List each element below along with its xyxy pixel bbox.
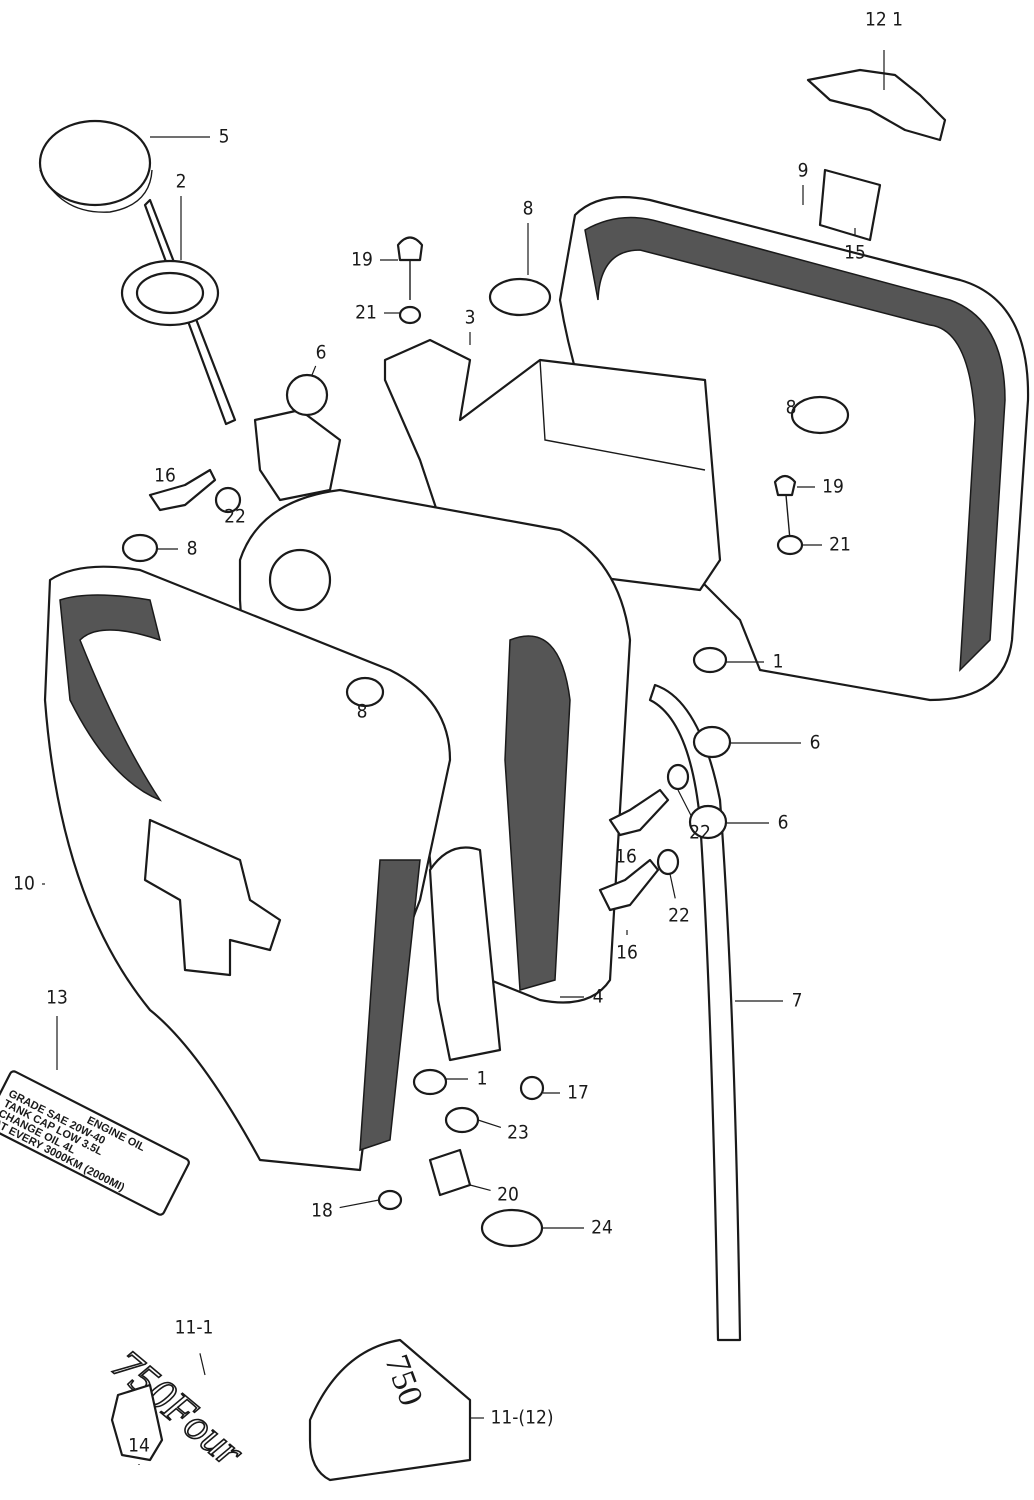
small-hardware — [121, 236, 804, 1248]
callout-11: 16 — [154, 465, 176, 487]
callout-3: 9 — [798, 160, 809, 182]
callout-13: 19 — [822, 476, 844, 498]
callout-17: 8 — [357, 701, 368, 723]
callout-24: 10 — [13, 873, 35, 895]
callout-36: 11-(12) — [490, 1407, 553, 1429]
callout-12: 22 — [224, 506, 246, 528]
750-badge — [308, 1338, 472, 1482]
callout-29: 17 — [567, 1082, 589, 1104]
callout-27: 7 — [792, 990, 803, 1012]
breather-hose — [648, 683, 742, 1342]
leader-line — [339, 1199, 380, 1209]
callout-19: 6 — [778, 812, 789, 834]
callout-18: 6 — [810, 732, 821, 754]
callout-35: 14 — [128, 1435, 150, 1457]
leader-line — [311, 365, 317, 376]
leader-line — [477, 1119, 502, 1129]
callout-15: 8 — [187, 538, 198, 560]
callout-33: 24 — [591, 1217, 613, 1239]
callout-25: 13 — [46, 987, 68, 1009]
callout-16: 1 — [773, 651, 784, 673]
callout-32: 18 — [311, 1200, 333, 1222]
leader-line — [469, 1184, 491, 1191]
pad-part — [818, 168, 882, 242]
callout-20: 22 — [689, 822, 711, 844]
callout-23: 16 — [616, 942, 638, 964]
callout-10: 8 — [786, 397, 797, 419]
leader-line — [677, 789, 693, 818]
callout-6: 19 — [351, 249, 373, 271]
callout-7: 21 — [355, 302, 377, 324]
callout-8: 3 — [465, 307, 476, 329]
callout-31: 20 — [497, 1184, 519, 1206]
dipstick-part — [38, 119, 237, 426]
callout-26: 4 — [593, 986, 604, 1008]
wing-badge-small — [110, 1383, 164, 1462]
callout-30: 23 — [507, 1122, 529, 1144]
callout-22: 22 — [668, 905, 690, 927]
callout-34: 11-1 — [175, 1317, 214, 1339]
callout-14: 21 — [829, 534, 851, 556]
leader-line — [669, 873, 676, 899]
callout-4: 15 — [844, 242, 866, 264]
engine-oil-decal: ENGINE OIL GRADE SAE 20W-40 TANK CAP LOW… — [0, 1070, 190, 1216]
callout-9: 6 — [316, 342, 327, 364]
leader-line — [199, 1353, 206, 1376]
callout-2: 2 — [176, 171, 187, 193]
callout-0: 12 1 — [865, 9, 903, 31]
callout-1: 5 — [219, 126, 230, 148]
callout-21: 16 — [615, 846, 637, 868]
logo-plate — [143, 818, 282, 977]
callout-5: 8 — [523, 198, 534, 220]
bracket-part — [806, 68, 947, 142]
callout-28: 1 — [477, 1068, 488, 1090]
